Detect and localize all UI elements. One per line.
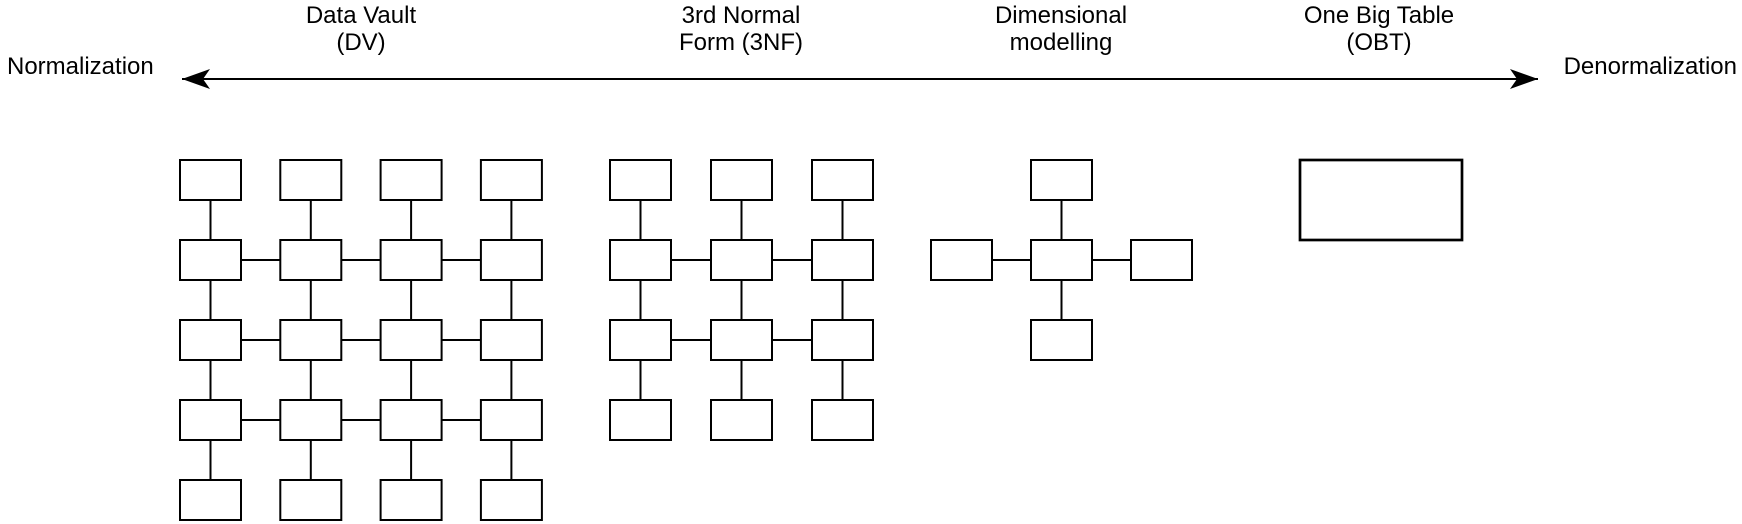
normalization-label: Normalization <box>7 53 154 80</box>
data-vault-table-box <box>179 399 242 441</box>
label-data-vault-line2: (DV) <box>336 29 386 56</box>
data-vault-table-box <box>279 399 343 441</box>
data-vault-table-box <box>379 239 443 281</box>
third-normal-form-table-box <box>710 319 773 361</box>
dimensional-modelling-dimension-table-box <box>1130 239 1193 281</box>
label-dimensional-modelling-line2: modelling <box>1009 29 1113 56</box>
label-third-normal-form: 3rd Normal Form (3NF) <box>621 2 861 56</box>
data-vault-table-box <box>279 239 343 281</box>
dimensional-modelling-dimension-table-box <box>1030 159 1093 201</box>
data-vault-table-box <box>479 399 543 441</box>
label-one-big-table-line2: (OBT) <box>1346 29 1412 56</box>
data-vault-table-box <box>179 239 242 281</box>
dimensional-modelling-dimension-table-box <box>1030 319 1093 361</box>
label-dimensional-modelling: Dimensional modelling <box>941 2 1181 56</box>
third-normal-form-table-box <box>811 399 874 441</box>
third-normal-form-table-box <box>811 319 874 361</box>
third-normal-form-table-box <box>811 159 874 201</box>
third-normal-form-table-box <box>609 399 672 441</box>
data-vault-table-box <box>379 159 443 201</box>
data-vault-table-box <box>179 479 242 521</box>
data-vault-table-box <box>279 159 343 201</box>
label-third-normal-form-line2: Form (3NF) <box>679 29 803 56</box>
third-normal-form-table-box <box>710 399 773 441</box>
data-vault-table-box <box>279 479 343 521</box>
data-vault-table-box <box>379 479 443 521</box>
data-vault-table-box <box>479 319 543 361</box>
data-vault-table-box <box>279 319 343 361</box>
label-data-vault: Data Vault (DV) <box>241 2 481 56</box>
denormalization-label: Denormalization <box>1563 53 1737 80</box>
label-one-big-table-line1: One Big Table <box>1303 2 1455 29</box>
dimensional-modelling-dimension-table-box <box>930 239 993 281</box>
third-normal-form-table-box <box>609 319 672 361</box>
data-vault-table-box <box>479 159 543 201</box>
dimensional-modelling-fact-table-box <box>1030 239 1093 281</box>
label-third-normal-form-line1: 3rd Normal <box>681 2 801 29</box>
data-vault-table-box <box>379 319 443 361</box>
label-data-vault-line1: Data Vault <box>305 2 417 29</box>
data-vault-table-box <box>479 239 543 281</box>
third-normal-form-table-box <box>609 159 672 201</box>
one-big-table-table-box <box>1298 158 1464 242</box>
label-one-big-table: One Big Table (OBT) <box>1259 2 1499 56</box>
label-dimensional-modelling-line1: Dimensional <box>994 2 1128 29</box>
third-normal-form-table-box <box>710 159 773 201</box>
data-vault-table-box <box>379 399 443 441</box>
data-vault-table-box <box>179 319 242 361</box>
schema-shapes-layer <box>179 158 1464 521</box>
third-normal-form-table-box <box>609 239 672 281</box>
data-vault-table-box <box>179 159 242 201</box>
third-normal-form-table-box <box>710 239 773 281</box>
third-normal-form-table-box <box>811 239 874 281</box>
data-vault-table-box <box>479 479 543 521</box>
